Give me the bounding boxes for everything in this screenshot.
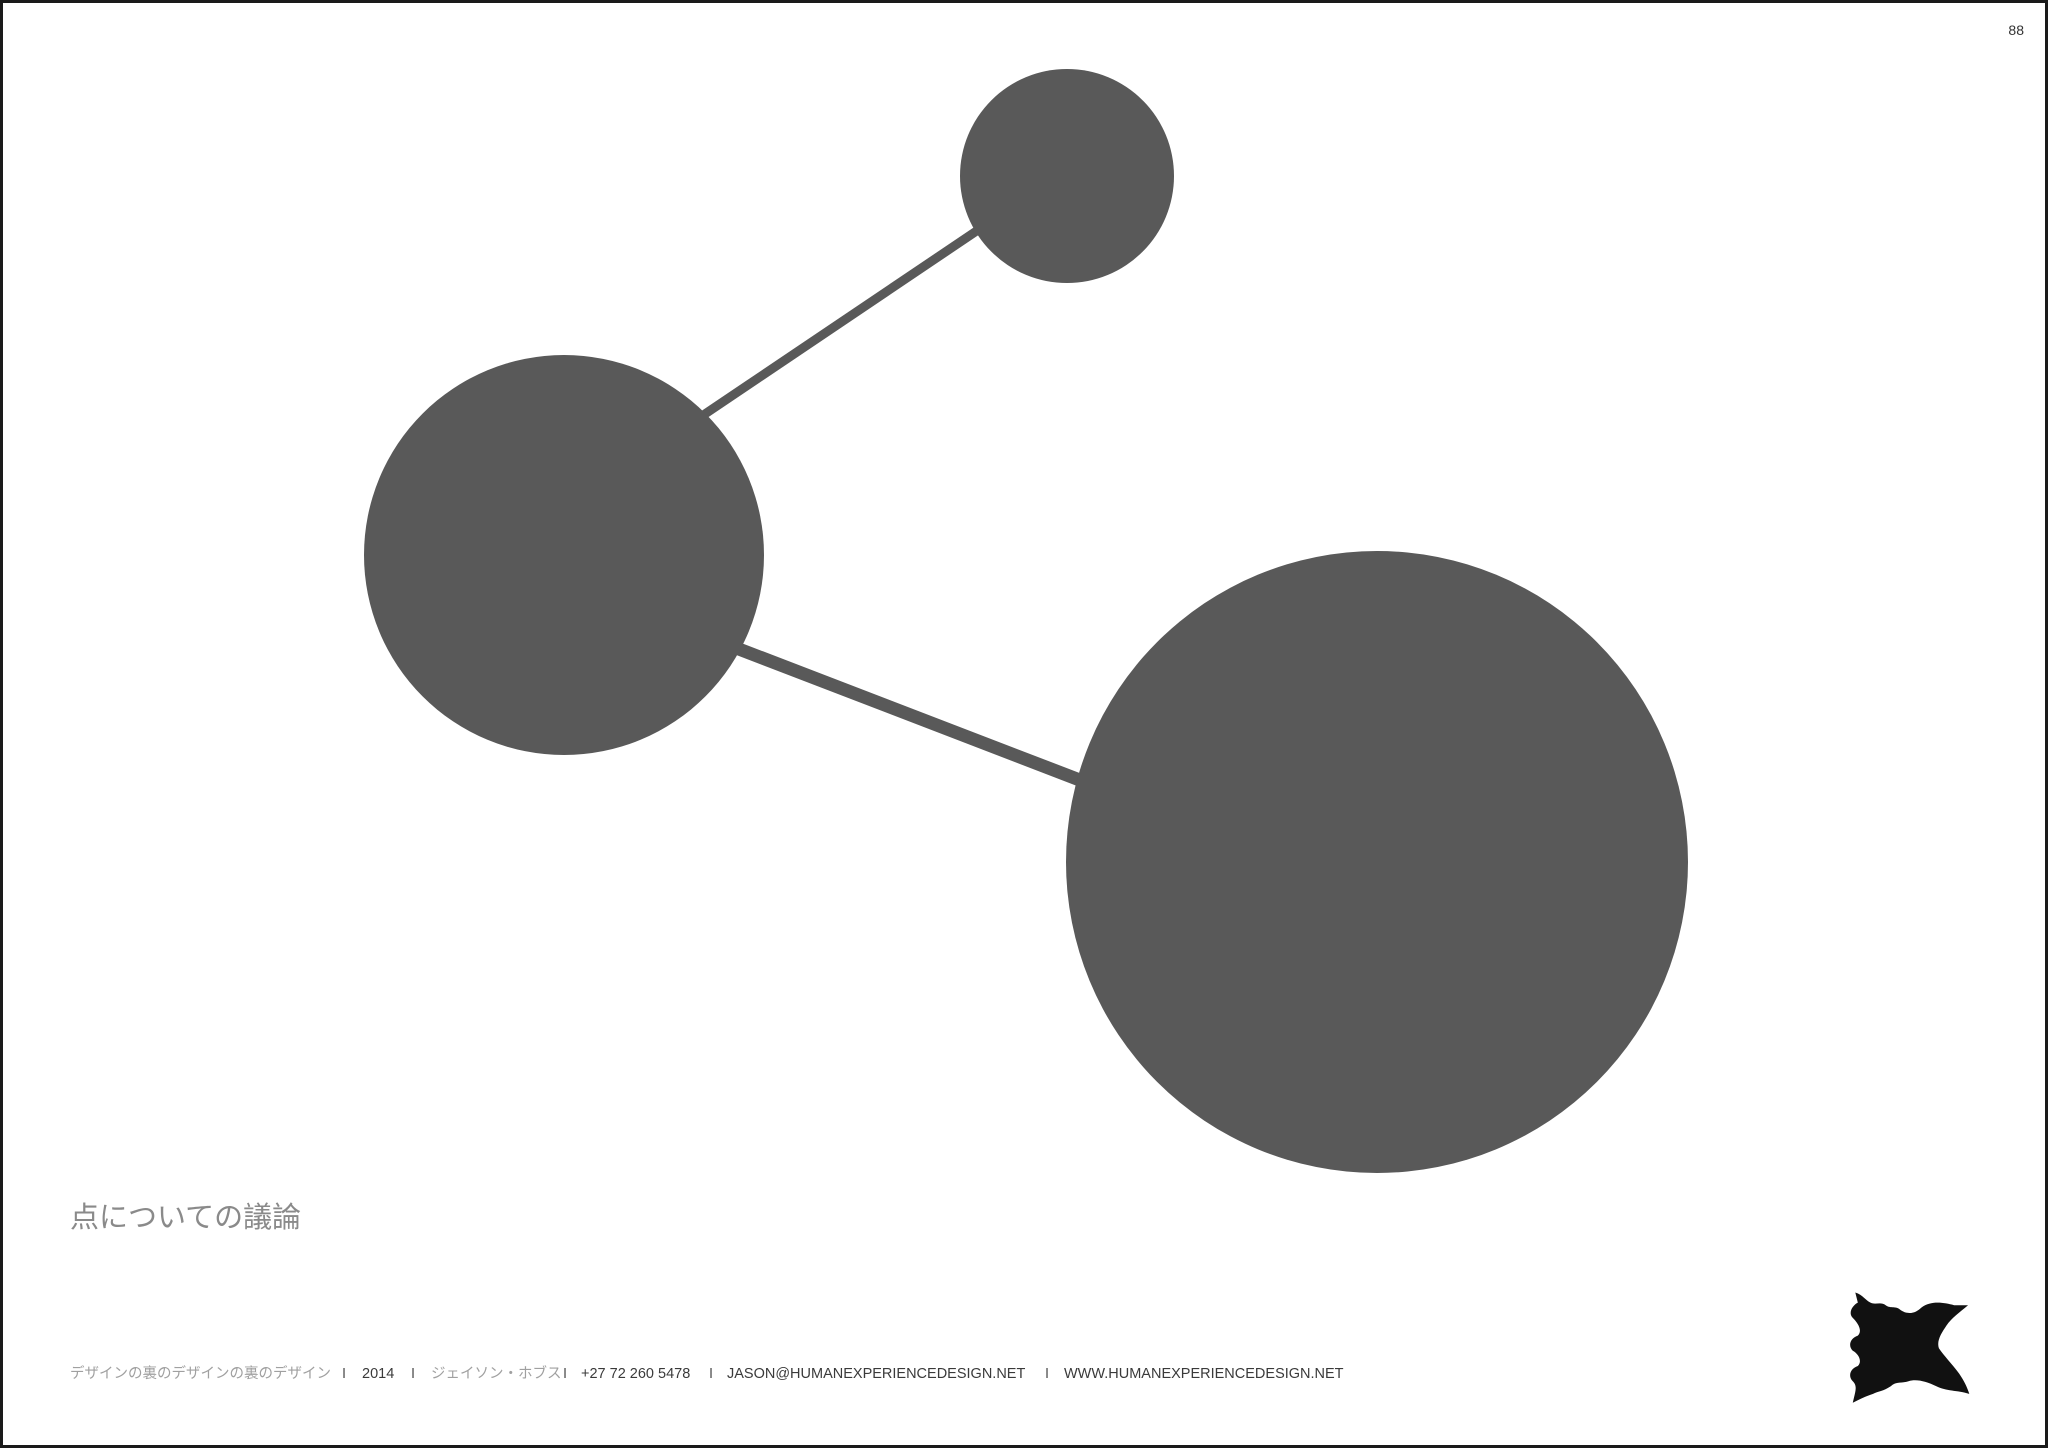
node-medium [364, 355, 764, 755]
footer-website: WWW.HUMANEXPERIENCEDESIGN.NET [1064, 1366, 1344, 1382]
footer-year: 2014 [362, 1366, 395, 1382]
footer-separator: I [342, 1366, 347, 1382]
footer-separator: I [709, 1366, 714, 1382]
inkblot-logo-icon [1850, 1292, 1970, 1403]
footer-email: JASON@HUMANEXPERIENCEDESIGN.NET [727, 1366, 1026, 1382]
footer-separator: I [1045, 1366, 1050, 1382]
footer-book-title: デザインの裏のデザインの裏のデザイン [70, 1366, 331, 1382]
page-title: 点についての議論 [70, 1200, 302, 1234]
node-large [1066, 551, 1688, 1173]
footer-phone: +27 72 260 5478 [581, 1366, 691, 1382]
page-number: 88 [2008, 22, 2024, 38]
footer-separator: I [411, 1366, 416, 1382]
node-small [960, 69, 1174, 283]
footer-author: ジェイソン・ホブス [431, 1366, 562, 1382]
footer-separator: I [563, 1366, 568, 1382]
